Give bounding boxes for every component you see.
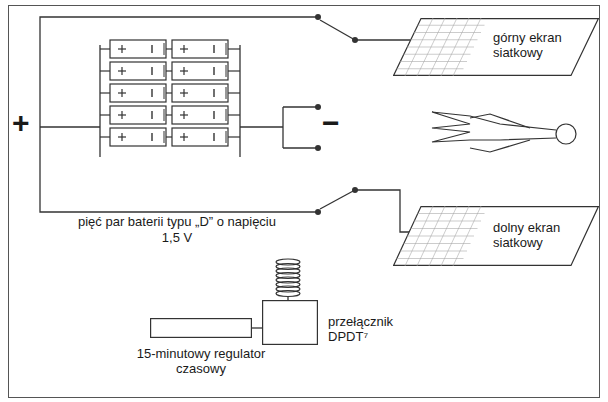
wires (40, 17, 438, 300)
frame (9, 6, 600, 398)
lower-mesh-screen: dolny ekran siatkowy (393, 206, 599, 266)
contacts (315, 14, 358, 215)
battery-pack (100, 40, 240, 146)
node-label: 15-minutowy regulator czasowy (136, 346, 266, 376)
switch-box: przełącznik DPDT⁷ (262, 300, 318, 345)
node-label: górny ekran siatkowy (493, 30, 581, 60)
node-label: dolny ekran siatkowy (493, 220, 581, 250)
node-label: przełącznik DPDT⁷ (328, 314, 408, 344)
timer-box: 15-minutowy regulator czasowy (150, 318, 252, 338)
minus-sign: − (322, 108, 352, 138)
plus-sign: + (12, 108, 42, 138)
relay-coil (276, 259, 300, 297)
battery-caption: pięć par baterii typu „D” o napięciu 1,5… (70, 214, 284, 246)
outline (150, 318, 252, 338)
outline (262, 300, 318, 345)
connector (252, 328, 262, 329)
upper-mesh-screen: górny ekran siatkowy (393, 18, 599, 76)
body-figure (432, 112, 576, 152)
